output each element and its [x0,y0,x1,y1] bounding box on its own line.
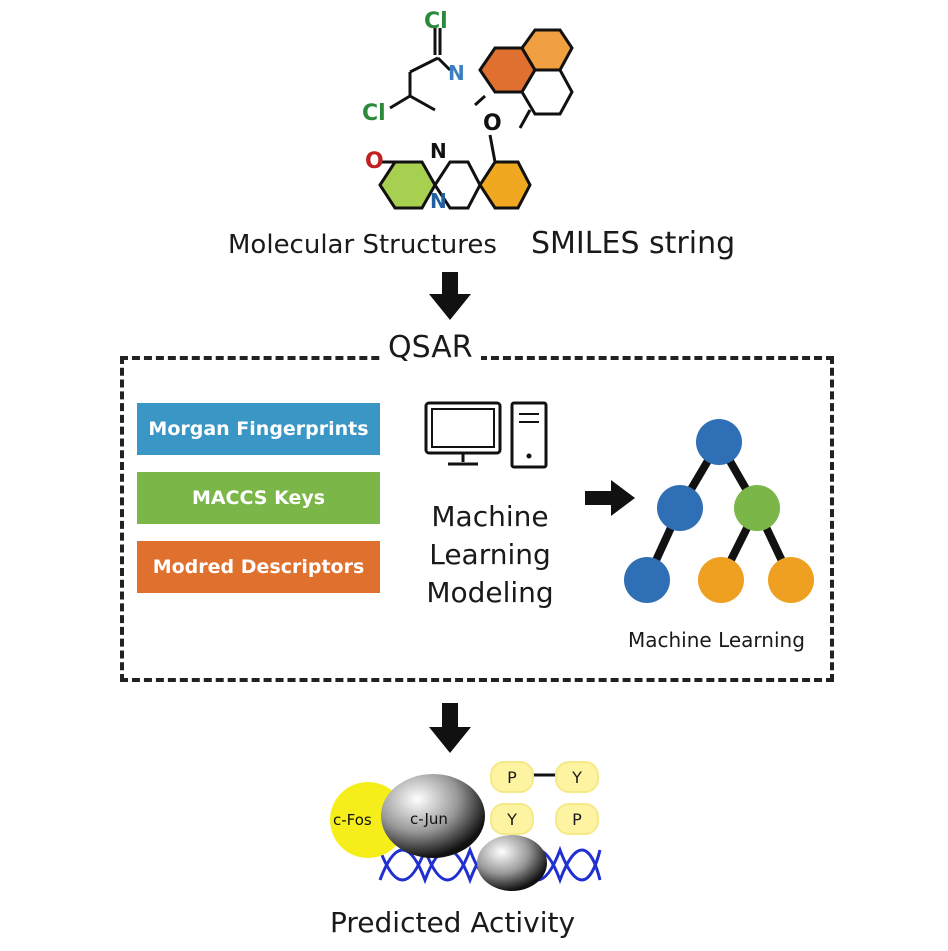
machine-learning-label: Machine Learning [628,628,805,652]
smiles-string-label: SMILES string [531,226,736,261]
atom-n-upper: N [430,139,447,163]
phospho-y-1: Y [555,761,599,793]
phospho-p-1: P [490,761,534,793]
atom-o-right: O [483,111,502,136]
c-jun-protein [381,774,485,858]
ml-line-3: Modeling [426,576,554,609]
atom-o-left: O [365,149,384,174]
decision-tree-icon [624,419,814,603]
small-protein [477,835,547,891]
c-jun-label: c-Jun [410,810,448,828]
computer-icon [424,401,548,469]
feature-maccs-keys: MACCS Keys [137,472,380,524]
qsar-title: QSAR [380,330,481,365]
down-arrow-icon [429,703,471,753]
protein-dna-illustration: c-Fos c-Jun [330,773,602,891]
green-ring [378,160,437,210]
ml-line-2: Learning [429,538,551,571]
white-ring [520,68,574,116]
atom-cl-left: Cl [362,101,386,126]
tree-node-root [696,419,742,465]
phospho-p-2: P [555,803,599,835]
c-fos-label: c-Fos [333,811,372,829]
molecular-structure-diagram: Cl N Cl O N N O [362,9,574,213]
phospho-y-2: Y [490,803,534,835]
down-arrow-icon [429,272,471,320]
atom-cl-top: Cl [424,9,448,34]
ml-line-1: Machine [431,500,549,533]
atom-n-top: N [448,61,465,85]
tree-node-right [734,485,780,531]
right-arrow-icon [585,480,635,516]
tree-node-left [657,485,703,531]
tree-leaf-2 [698,557,744,603]
tree-leaf-3 [768,557,814,603]
feature-modred-descriptors: Modred Descriptors [137,541,380,593]
molecular-structures-label: Molecular Structures [228,230,497,260]
tree-leaf-1 [624,557,670,603]
yellow-orange-ring [478,160,532,210]
atom-n-lower: N [430,189,447,213]
predicted-activity-label: Predicted Activity [330,906,576,939]
machine-learning-modeling-label: Machine Learning Modeling [400,498,580,612]
feature-morgan-fingerprints: Morgan Fingerprints [137,403,380,455]
